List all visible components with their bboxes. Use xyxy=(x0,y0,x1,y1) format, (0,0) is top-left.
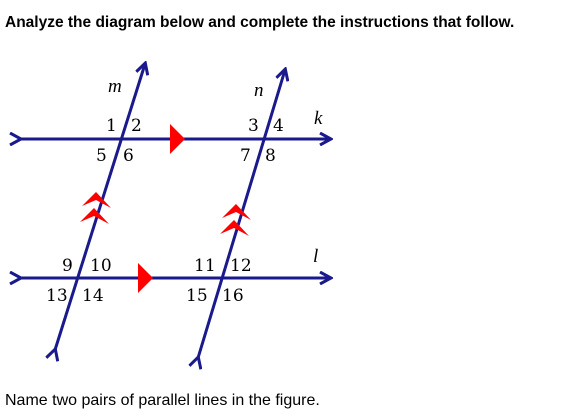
angle-label-16: 16 xyxy=(222,286,244,306)
parallel-marker-l xyxy=(138,263,153,293)
angle-label-6: 6 xyxy=(123,146,134,166)
angle-label-14: 14 xyxy=(82,286,104,306)
parallel-marker-n xyxy=(220,204,251,236)
parallel-lines-diagram: m n k l 1 2 5 6 3 4 7 8 9 10 13 14 11 12… xyxy=(0,0,577,385)
angle-label-3: 3 xyxy=(248,116,259,136)
angle-label-2: 2 xyxy=(131,116,142,136)
line-label-l: l xyxy=(313,246,318,267)
line-m xyxy=(55,64,145,350)
angle-label-8: 8 xyxy=(265,146,276,166)
angle-label-9: 9 xyxy=(62,256,73,276)
parallel-marker-k xyxy=(170,124,185,154)
angle-label-15: 15 xyxy=(186,286,208,306)
angle-label-4: 4 xyxy=(273,116,284,136)
instructions-heading: Analyze the diagram below and complete t… xyxy=(5,14,515,31)
angle-label-7: 7 xyxy=(240,146,251,166)
angle-label-1: 1 xyxy=(106,116,117,136)
angle-label-5: 5 xyxy=(96,146,107,166)
angle-label-11: 11 xyxy=(194,256,216,276)
line-label-n: n xyxy=(254,80,264,101)
angle-label-10: 10 xyxy=(90,256,112,276)
question-text: Name two pairs of parallel lines in the … xyxy=(5,392,320,409)
line-label-m: m xyxy=(108,76,122,97)
angle-label-13: 13 xyxy=(46,286,68,306)
parallel-marker-m xyxy=(80,192,111,224)
angle-label-12: 12 xyxy=(230,256,252,276)
line-label-k: k xyxy=(314,108,323,129)
